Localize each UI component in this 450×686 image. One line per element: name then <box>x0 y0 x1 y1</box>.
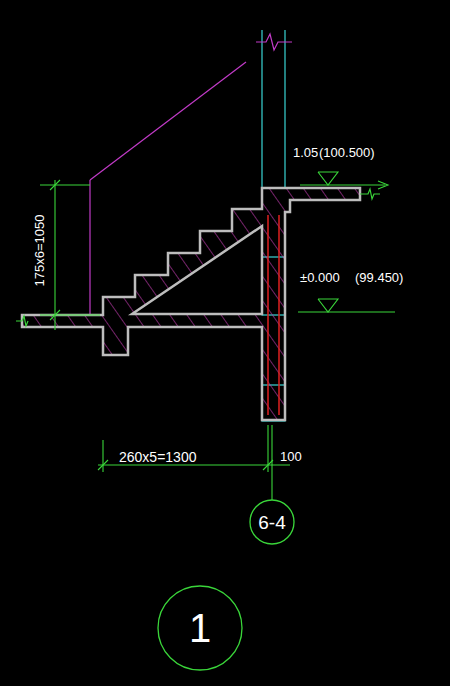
elevation-text: (100.500) <box>318 146 376 159</box>
detail-number-circle: 1 <box>156 584 244 672</box>
elevation-text: (99.450) <box>354 271 404 284</box>
break-symbol <box>256 34 292 50</box>
break-marks <box>16 189 380 326</box>
axis-bubble: 6-4 <box>248 498 296 546</box>
rebar <box>268 215 279 415</box>
dimension-text: 100 <box>279 450 303 463</box>
circle-text: 6-4 <box>258 513 285 532</box>
elevation-text: ±0.000 <box>299 271 341 284</box>
dimension-text: 175x6=1050 <box>34 213 47 287</box>
stair-void <box>132 226 262 314</box>
circle-text: 1 <box>189 608 211 648</box>
dimension-text: 260x5=1300 <box>118 450 197 464</box>
concrete <box>22 188 360 420</box>
dimension-lines <box>40 172 395 500</box>
